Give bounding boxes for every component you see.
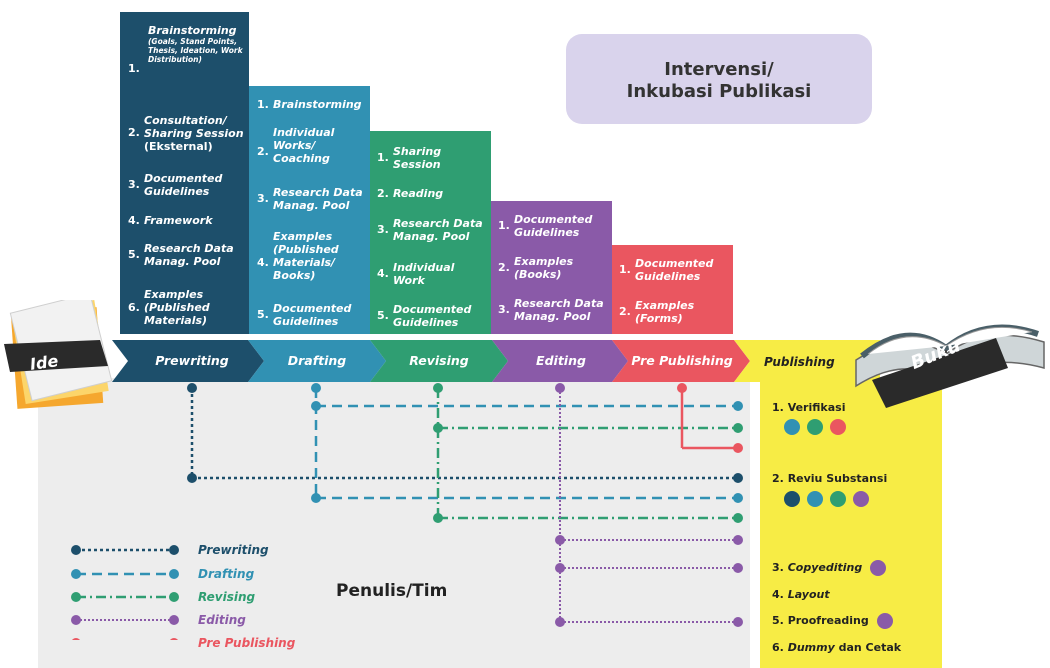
panel-prewriting: 1. Brainstorming (Goals, Stand Points, T… (120, 12, 249, 334)
revising-line (436, 388, 738, 520)
title-box: Intervensi/ Inkubasi Publikasi (566, 34, 872, 124)
prewriting-item-1: 1. Brainstorming (Goals, Stand Points, T… (128, 24, 248, 75)
prewriting-item-2-text: Consultation/ Sharing Session (144, 114, 244, 140)
editing-item-2: 2. Examples (Books) (498, 255, 574, 281)
revising-item-3: 3. Research Data Manag. Pool (377, 217, 483, 243)
stage-revising-arrow (370, 340, 508, 382)
stage-label-publishing: Publishing (764, 355, 835, 369)
notes-icon (4, 300, 113, 409)
editing-line (559, 388, 738, 623)
editing-item-1: 1. Documented Guidelines (498, 213, 593, 239)
stage-label-drafting: Drafting (287, 353, 347, 368)
book-icon (855, 324, 1045, 408)
revising-item-2: 2. Reading (377, 187, 444, 200)
drafting-item-4: 4. Examples (Published Materials/ Books) (257, 230, 339, 282)
prewriting-item-4: 4. Framework (128, 214, 213, 227)
drafting-item-2: 2. Individual Works/ Coaching (257, 126, 335, 165)
legend-drafting: Drafting (198, 567, 255, 581)
legend-revising: Revising (198, 590, 256, 604)
stage-arrow-band (112, 340, 880, 382)
stage-prewriting-arrow (112, 340, 264, 382)
drafting-item-5: 5. Documented Guidelines (257, 302, 352, 328)
title-line-2: Inkubasi Publikasi (626, 81, 812, 102)
pre-publishing-item-1: 1. Documented Guidelines (619, 257, 714, 283)
prewriting-item-1-sub: (Goals, Stand Points, Thesis, Ideation, … (148, 37, 243, 64)
prewriting-item-5: 5. Research Data Manag. Pool (128, 242, 234, 268)
copyediting-dot (870, 560, 887, 576)
reviu-dots (784, 491, 869, 507)
revising-item-5: 5. Documented Guidelines (377, 303, 472, 329)
legend-pre-publishing: Pre Publishing (198, 636, 296, 650)
stage-editing-arrow (492, 340, 628, 382)
panel-pre-publishing: 1. Documented Guidelines 2. Examples (Fo… (612, 245, 733, 334)
prewriting-item-1-text: Brainstorming (148, 24, 237, 37)
legend-lines (76, 548, 174, 621)
panel-editing: 1. Documented Guidelines 2. Examples (Bo… (491, 201, 612, 334)
stage-label-revising: Revising (409, 353, 469, 368)
stage-label-prewriting: Prewriting (155, 353, 229, 368)
legend-editing: Editing (198, 613, 246, 627)
panel-revising: 1. Sharing Session 2. Reading 3. Researc… (370, 131, 491, 334)
publishing-step-6: 6. Dummy dan Cetak (772, 641, 902, 654)
publishing-step-2: 2. Reviu Substansi (772, 472, 888, 485)
stage-label-editing: Editing (536, 353, 586, 368)
team-label: Penulis/Tim (336, 581, 448, 601)
publishing-step-3: 3. Copyediting (772, 560, 887, 576)
prewriting-item-3: 3. Documented Guidelines (128, 172, 223, 198)
legend-prewriting: Prewriting (198, 543, 269, 557)
title-line-1: Intervensi/ (664, 59, 774, 80)
drafting-item-1: 1. Brainstorming (257, 98, 362, 111)
panel-drafting: 1. Brainstorming 2. Individual Works/ Co… (249, 86, 370, 334)
stage-publishing-arrow (734, 340, 880, 382)
publishing-step-4: 4. Layout (772, 588, 830, 601)
pre-publishing-line (680, 388, 738, 450)
stage-label-pre-publishing: Pre Publishing (631, 353, 733, 368)
publishing-step-1: 1. Verifikasi (772, 401, 846, 414)
ide-label: Ide (28, 351, 60, 374)
revising-item-4: 4. Individual Work (377, 261, 455, 287)
prewriting-item-2-extra: (Eksternal) (144, 140, 213, 153)
drafting-line (314, 388, 738, 500)
stage-drafting-arrow (248, 340, 386, 382)
revising-item-1: 1. Sharing Session (377, 145, 442, 171)
prewriting-item-6: 6. Examples (Published Materials) (128, 288, 210, 327)
drafting-item-3: 3. Research Data Manag. Pool (257, 186, 363, 212)
proofreading-dot (876, 613, 893, 629)
verifikasi-dots (784, 419, 846, 435)
prewriting-item-2: 2. Consultation/ Sharing Session (Ekster… (128, 114, 244, 153)
editing-item-3: 3. Research Data Manag. Pool (498, 297, 604, 323)
stage-pre-publishing-arrow (612, 340, 750, 382)
flow-lines (71, 383, 743, 640)
prewriting-line (190, 388, 738, 480)
publishing-step-5: 5. Proofreading (772, 613, 893, 629)
pre-publishing-item-2: 2. Examples (Forms) (619, 299, 695, 325)
